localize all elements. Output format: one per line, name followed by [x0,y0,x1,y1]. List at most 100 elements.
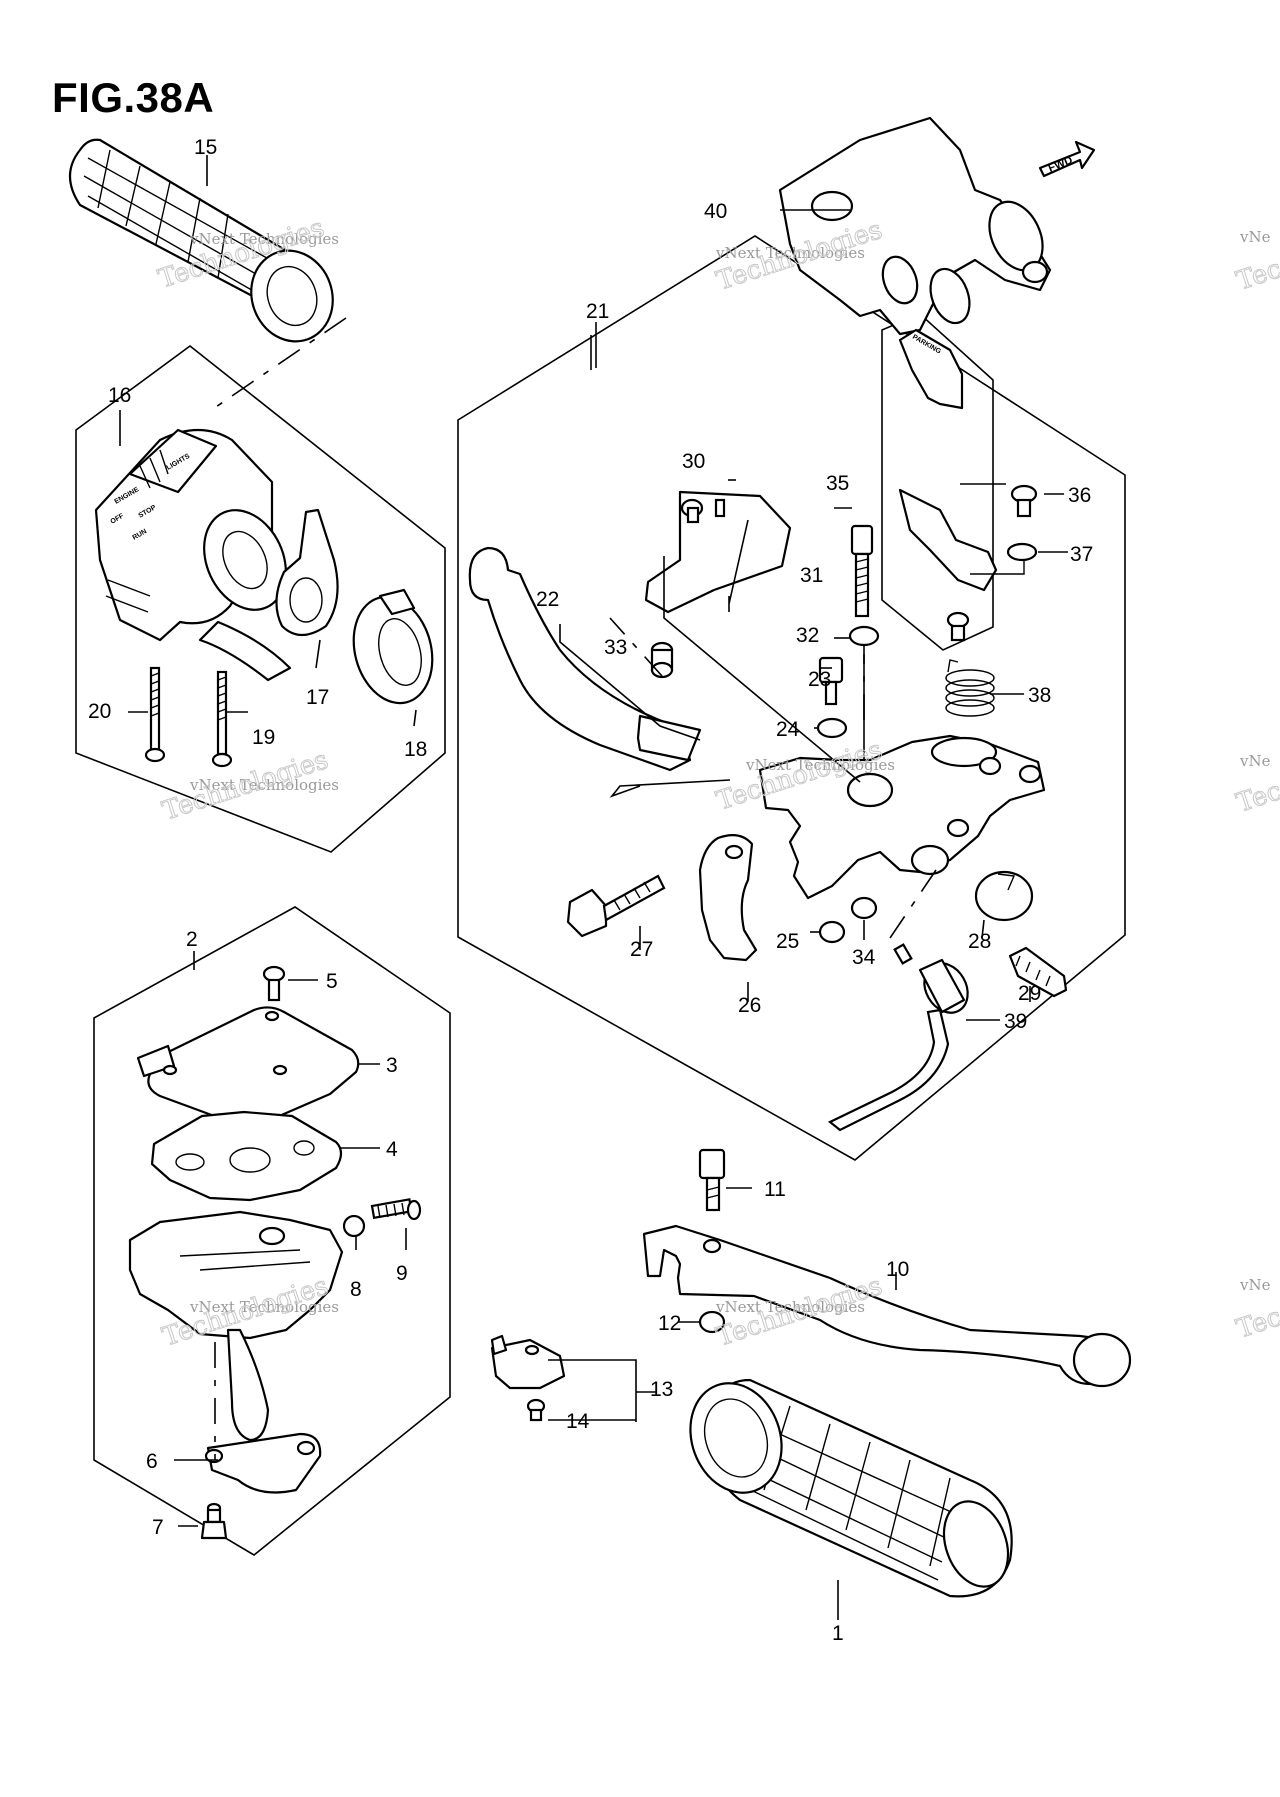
callout-14: 14 [566,1410,590,1433]
part-17-clamp [275,508,339,637]
watermark-text: vNe [1239,752,1271,770]
callout-5: 5 [326,970,338,993]
fwd-arrow-icon: FWD [1038,140,1096,178]
part-27-bolt [566,874,666,938]
callout-32: 32 [796,624,819,647]
callout-3: 3 [386,1054,398,1077]
watermark-text: vNext Technologies [745,756,895,774]
callout-15: 15 [194,136,217,159]
part-37-washer [1006,542,1038,562]
watermark-text: vNe [1239,228,1271,246]
part-5-screw [262,965,286,1002]
part-3-cover [136,1006,360,1126]
part-25-nut [818,920,846,944]
callout-37-label: 37 [1070,543,1093,566]
part-32-washer [848,625,880,647]
callout-2: 2 [186,928,198,951]
callout-25: 25 [776,930,799,953]
callout-40: 40 [704,200,727,223]
callout-33: 33 [604,636,627,659]
part-39-switch-wire [827,943,969,1132]
part-7-bolt [200,1502,228,1540]
part-38-spring [945,659,995,717]
watermark-text: vNext Technologies [189,230,339,248]
watermark-text: vNe [1239,1276,1271,1294]
watermark-outline: Tec [1233,1302,1280,1345]
callout-19: 19 [252,726,275,749]
callout-10: 10 [886,1258,909,1281]
callout-21: 21 [586,300,609,323]
watermark-outline: Tec [1233,254,1280,297]
callout-12: 12 [658,1312,681,1335]
callout-29: 29 [1018,982,1041,1005]
part-6-plate [204,1432,322,1494]
part-26-clamp [698,833,758,962]
part-31-bolt [850,524,874,618]
callout-1: 1 [832,1622,844,1645]
figure-title: FIG.38A [52,74,215,121]
fwd-label: FWD [1047,154,1075,175]
part-4-gasket [150,1110,343,1202]
watermark-text: vNext Technologies [715,244,865,262]
callout-numbers: 15 16 20 19 17 18 21 30 22 33 31 32 23 2… [88,136,1091,1645]
callout-7: 7 [152,1516,164,1539]
leader-37 [970,560,1025,575]
part-35-screw [946,611,970,642]
group-box-16 [75,344,446,853]
part-14-screw [526,1398,546,1422]
part-20-screw [144,666,166,763]
part-15-grip [68,138,334,343]
watermark-text: vNext Technologies [189,776,339,794]
callout-34: 34 [852,946,876,969]
part-34-nut [850,896,878,920]
part-22-lever [468,546,702,772]
part-2-body [128,1210,344,1442]
callout-38: 38 [1028,684,1051,707]
leader-lines [119,155,1068,1620]
part-18-collar [352,588,434,705]
callout-35: 35 [826,472,849,495]
callout-9: 9 [396,1262,408,1285]
callout-24: 24 [776,718,800,741]
callout-22: 22 [536,588,559,611]
part-9-bolt [370,1198,422,1221]
callout-31: 31 [800,564,823,587]
callout-17: 17 [306,686,329,709]
part-8-nut [342,1214,366,1238]
group-box-21 [457,235,1126,1161]
callout-26: 26 [738,994,761,1017]
callout-16: 16 [108,384,131,407]
callout-18: 18 [404,738,427,761]
part-35-parking-bracket: PARKING [898,328,998,592]
callout-13: 13 [650,1378,673,1401]
part-16-switch: ENGINE STOP OFF RUN LIGHTS [94,428,292,682]
callout-4: 4 [386,1138,398,1161]
part-23-pin [818,656,844,706]
callout-6: 6 [146,1450,158,1473]
part-1-grip [689,1378,1013,1598]
callout-36: 36 [1068,484,1091,507]
part-40-cover [778,116,1052,336]
part-24-washer [816,717,848,739]
part-13-switch [490,1334,566,1390]
part-29-adjuster [1008,946,1068,998]
watermark-text: vNext Technologies [715,1298,865,1316]
callout-30: 30 [682,450,705,473]
callout-20: 20 [88,700,111,723]
callout-39: 39 [1004,1010,1027,1033]
leader-15-to-16 [209,317,347,412]
callout-11: 11 [764,1178,786,1201]
callout-8: 8 [350,1278,362,1301]
callout-28: 28 [968,930,991,953]
part-28-cap [974,870,1034,922]
part-19-screw [211,670,233,768]
part-33-bushing [650,641,674,679]
watermark-outline: Tec [1233,776,1280,819]
callout-27: 27 [630,938,653,961]
part-30-bracket [644,490,792,614]
callout-23: 23 [808,668,831,691]
part-10-lever [642,1224,1132,1388]
group-box-2 [93,906,451,1556]
